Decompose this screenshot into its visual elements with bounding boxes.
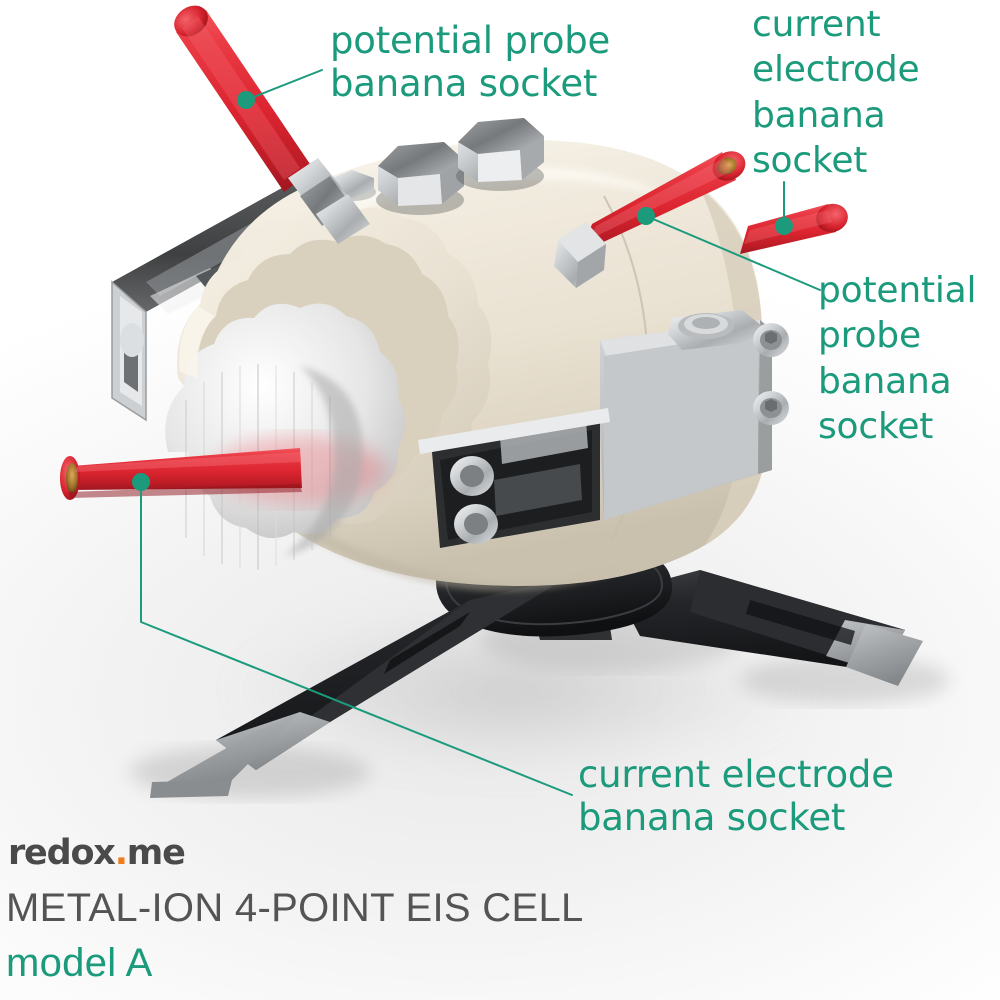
redoxme-logo: redox.me	[8, 833, 186, 873]
hex-cap-right	[456, 118, 544, 191]
logo-text-part2: me	[126, 833, 186, 873]
callout-leaders	[132, 69, 821, 796]
banana-socket-current-right[interactable]	[554, 146, 751, 288]
right-side-plate	[418, 310, 789, 548]
callout-potential-probe-right: potential probe banana socket	[818, 270, 977, 448]
left-end-cap	[165, 207, 492, 570]
callout-current-electrode-top-right: current electrode banana socket	[752, 4, 920, 182]
logo-text-part1: redox	[8, 833, 116, 873]
tripod-leg-left	[150, 578, 566, 798]
hex-socket-screw-top	[753, 323, 789, 357]
product-title: METAL-ION 4-POINT EIS CELL	[6, 886, 584, 930]
product-model: model A	[6, 941, 153, 985]
callout-current-electrode-bottom: current electrode banana socket	[578, 753, 894, 839]
hex-socket-screw-bottom	[753, 391, 789, 425]
banana-socket-potential-right[interactable]	[740, 200, 851, 254]
callout-potential-probe-top-left: potential probe banana socket	[330, 19, 611, 105]
logo-orange-dot: .	[114, 833, 128, 873]
inner-mechanism	[432, 420, 600, 548]
banana-socket-current-front[interactable]	[60, 448, 302, 500]
hex-cap-left	[376, 142, 464, 215]
logo-text: redox.me	[8, 833, 186, 873]
tripod-leg-right	[617, 570, 923, 686]
